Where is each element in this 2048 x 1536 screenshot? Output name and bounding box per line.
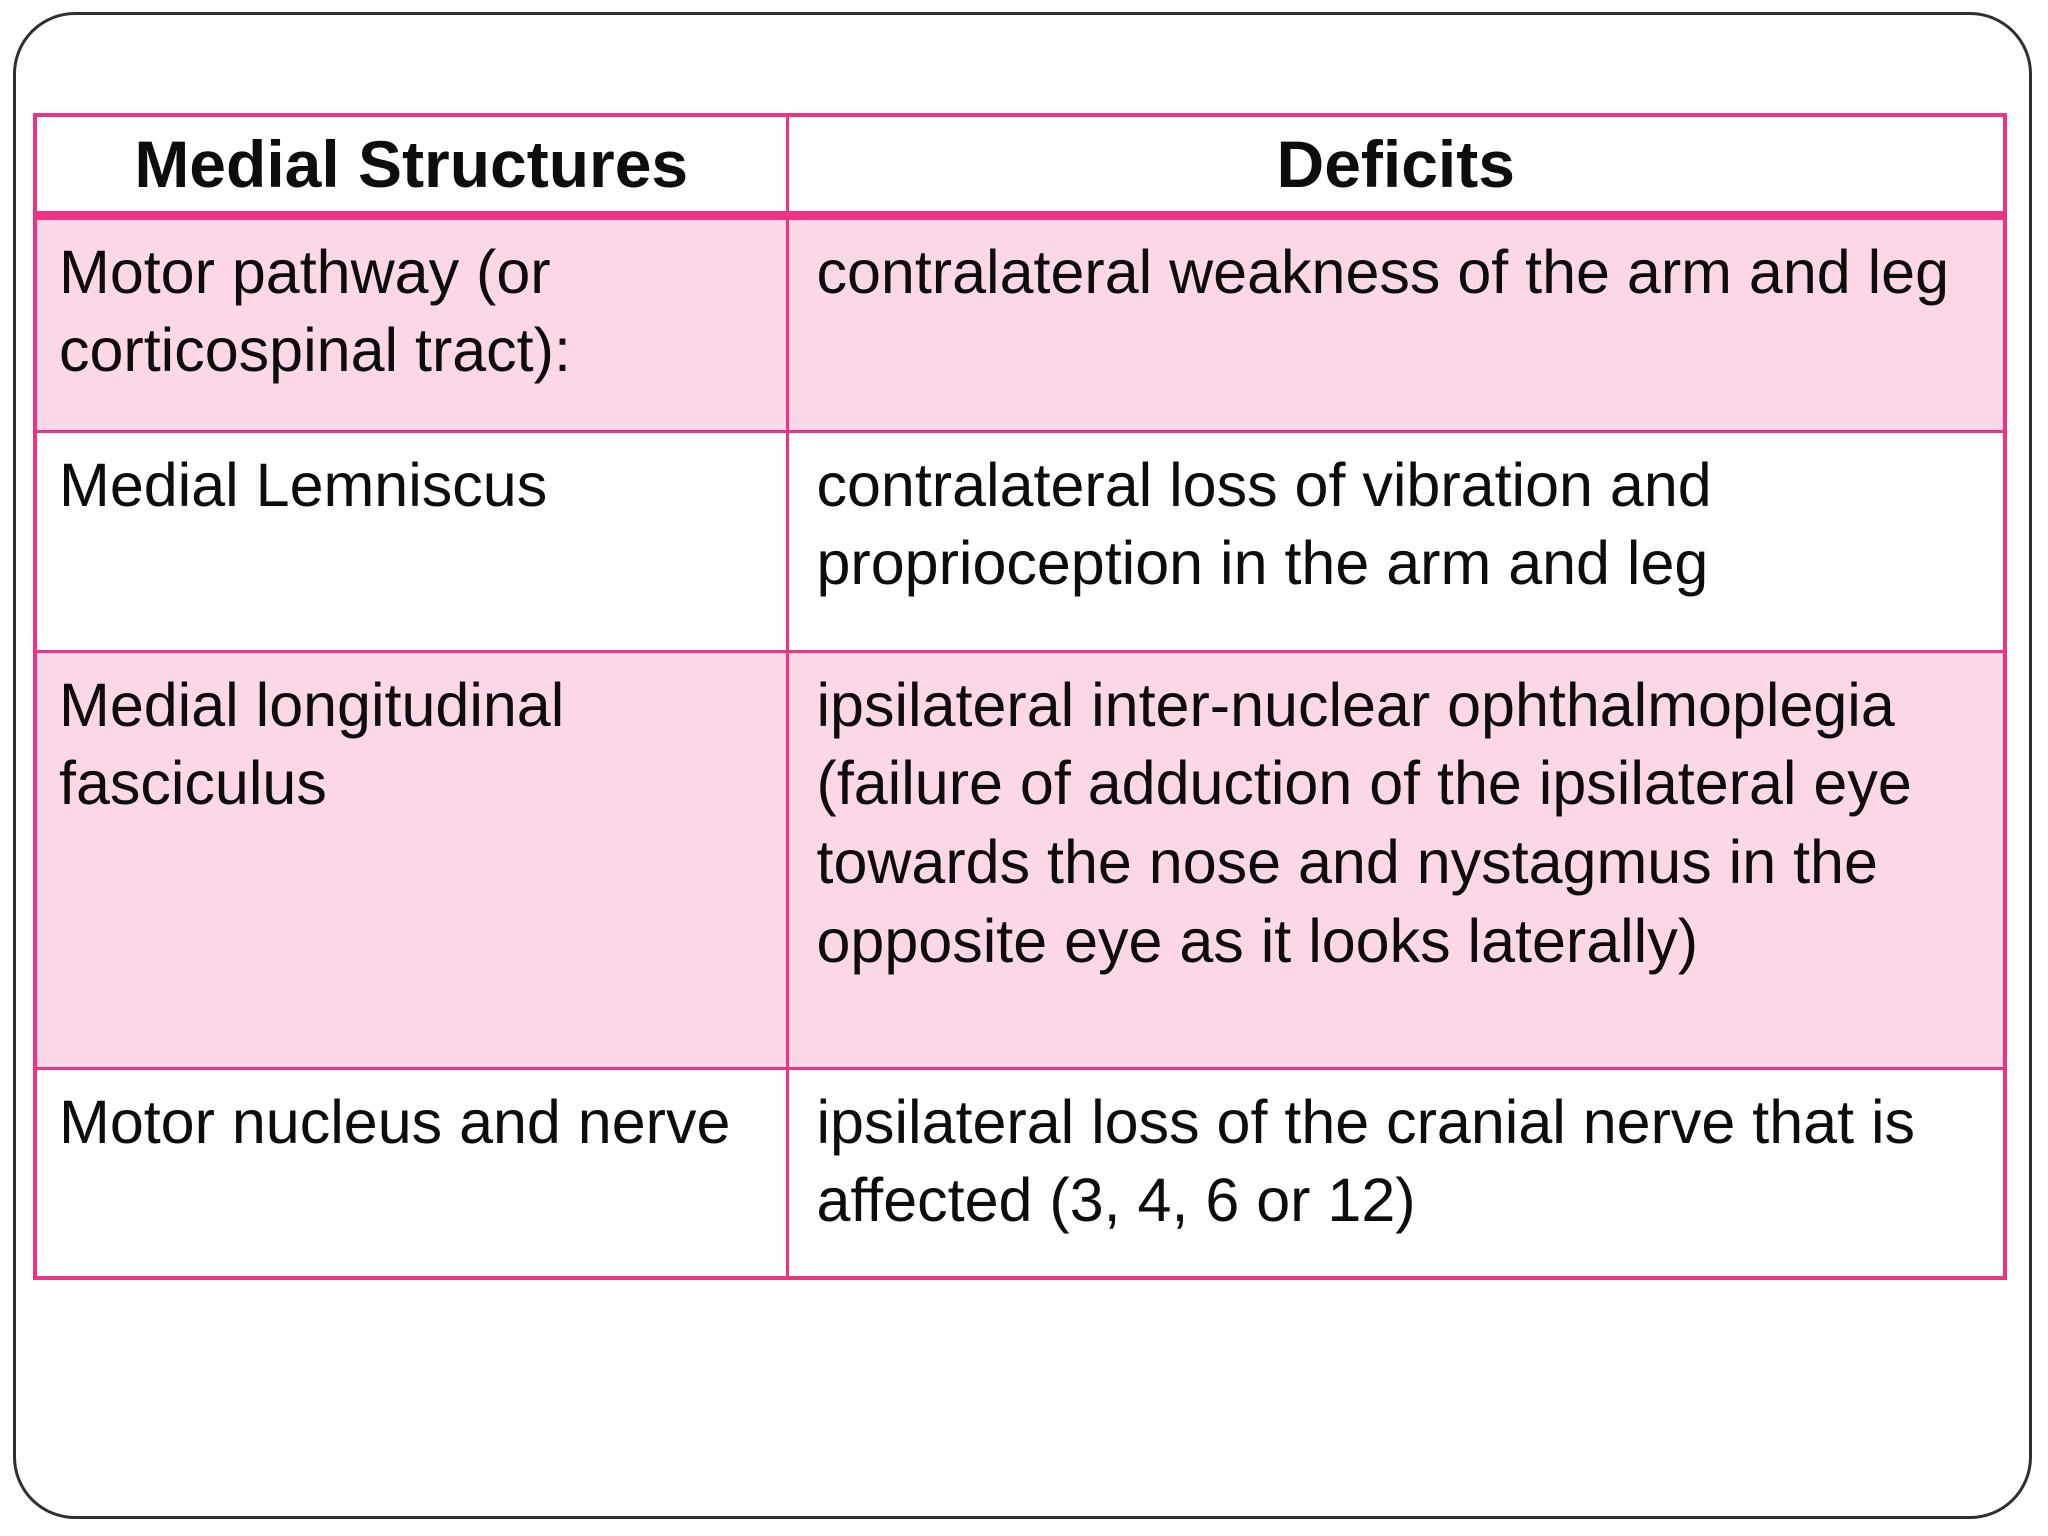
slide-frame-border xyxy=(13,12,2032,1519)
table-row-motor-pathway: Motor pathway (or corticospinal tract): … xyxy=(33,213,2007,433)
table-row-medial-lemniscus: Medial Lemniscus contralateral loss of v… xyxy=(33,429,2007,653)
column-header-medial-structures: Medial Structures xyxy=(33,113,789,220)
medial-structures-table: Medial Structures Deficits Motor pathway… xyxy=(33,113,2007,1280)
deficit-cell: contralateral loss of vibration and prop… xyxy=(785,429,2007,653)
deficit-cell: ipsilateral loss of the cranial nerve th… xyxy=(785,1066,2007,1280)
table-row-motor-nucleus-and-nerve: Motor nucleus and nerve ipsilateral loss… xyxy=(33,1066,2007,1280)
deficit-cell: contralateral weakness of the arm and le… xyxy=(785,213,2007,433)
structure-cell: Motor nucleus and nerve xyxy=(33,1066,789,1280)
table-header-row: Medial Structures Deficits xyxy=(33,113,2007,220)
structure-cell: Motor pathway (or corticospinal tract): xyxy=(33,213,789,433)
column-header-deficits: Deficits xyxy=(785,113,2007,220)
structure-cell: Medial longitudinal fasciculus xyxy=(33,649,789,1070)
deficit-cell: ipsilateral inter-nuclear ophthalmoplegi… xyxy=(785,649,2007,1070)
table-row-medial-longitudinal-fasciculus: Medial longitudinal fasciculus ipsilater… xyxy=(33,649,2007,1070)
structure-cell: Medial Lemniscus xyxy=(33,429,789,653)
